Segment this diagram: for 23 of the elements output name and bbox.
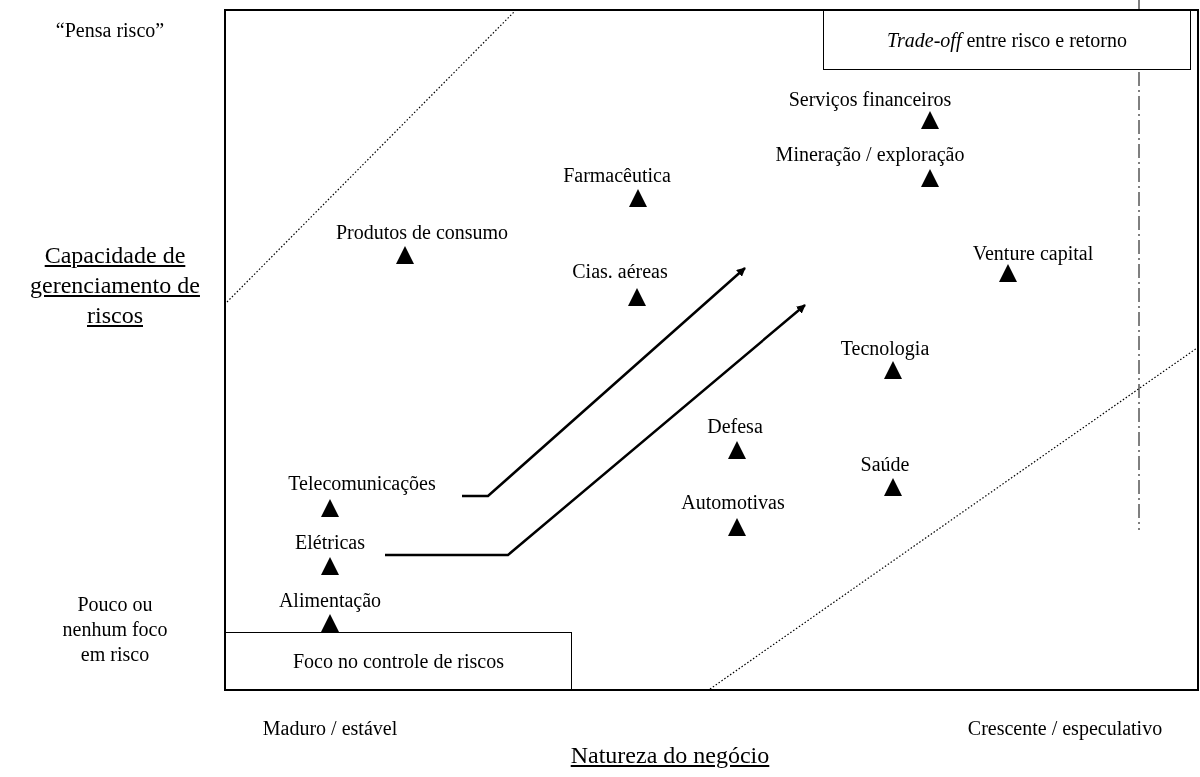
industry-label: Automotivas: [680, 491, 786, 513]
text-box: Trade-off entre risco e retorno: [823, 10, 1191, 70]
industry-label: Alimentação: [277, 589, 383, 611]
arrow: [462, 267, 746, 498]
industry-label: Venture capital: [971, 242, 1095, 264]
industry-label: Farmacêutica: [562, 164, 672, 186]
industry-label: Mineração / exploração: [774, 143, 966, 165]
axis-end-label: Crescente / especulativo: [966, 716, 1164, 741]
arrow: [385, 304, 806, 557]
axis-end-label: Pouco ou nenhum foco em risco: [61, 592, 169, 667]
axis-title: Capacidade de gerenciamento de riscos: [29, 241, 201, 330]
industry-label: Saúde: [859, 453, 911, 475]
industry-label: Defesa: [706, 415, 764, 437]
industry-label: Elétricas: [294, 531, 366, 553]
text-box: Foco no controle de riscos: [225, 632, 572, 690]
axis-end-label: “Pensa risco”: [54, 18, 166, 43]
axis-end-label: Maduro / estável: [261, 716, 399, 741]
industry-label: Produtos de consumo: [334, 221, 510, 243]
industry-label: Tecnologia: [839, 337, 931, 359]
axis-title: Natureza do negócio: [569, 741, 771, 770]
industry-label: Telecomunicações: [287, 472, 437, 494]
industry-label: Cias. aéreas: [571, 260, 669, 282]
industry-label: Serviços financeiros: [787, 88, 953, 110]
